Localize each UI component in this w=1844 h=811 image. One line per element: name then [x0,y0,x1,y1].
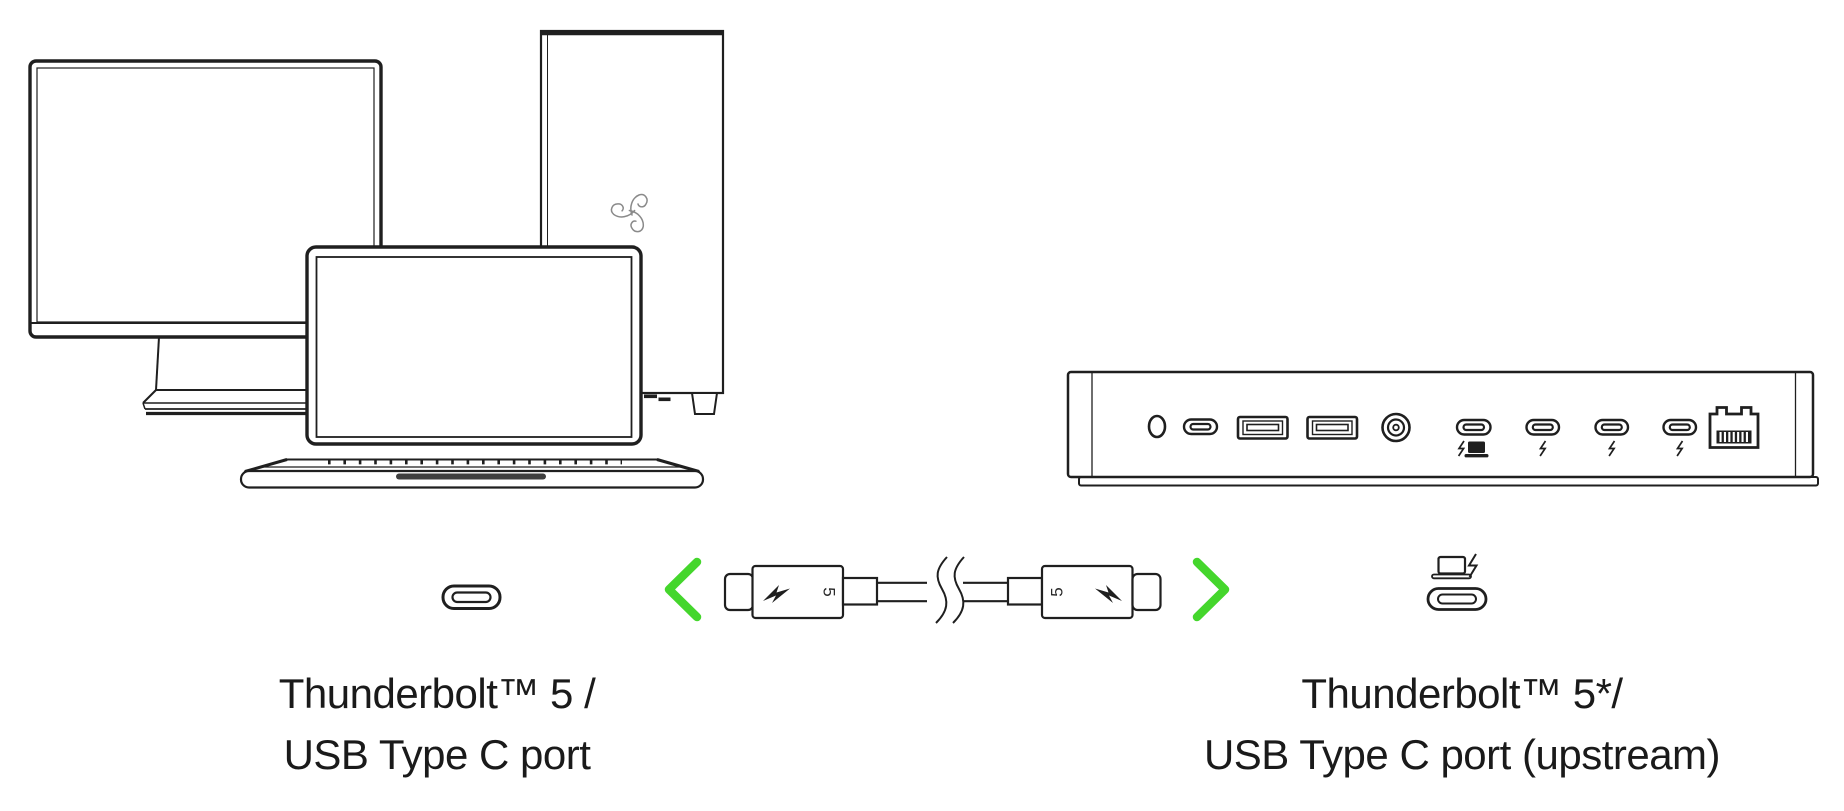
thunderbolt-upstream-port-icon [1455,418,1492,458]
right-port-label-line1: Thunderbolt™ 5*/ [1301,670,1623,717]
bolt-glyph [1607,440,1616,457]
cable-badge-5-right: 5 [1048,587,1067,596]
thunderbolt-port-icon [1525,418,1561,457]
dock-base-lip [1078,476,1819,487]
chevron-left-icon [664,557,702,622]
razer-logo-icon [610,193,648,233]
usb-c-port-icon [1182,418,1219,436]
thunderbolt-bolt-icon [1095,585,1122,603]
right-port-label: Thunderbolt™ 5*/ USB Type C port (upstre… [1112,663,1812,785]
dock-illustration [1066,370,1819,487]
laptop-deck [244,458,700,473]
usb-c-connector-left: 5 [723,564,879,620]
cable-badge-5-left: 5 [820,587,839,596]
dock-body [1066,370,1815,479]
audio-jack-port-icon [1147,414,1167,439]
left-port-label-line1: Thunderbolt™ 5 / [278,670,596,717]
cable-break-mark [935,556,948,624]
bolt-glyph [1457,440,1466,457]
laptop-illustration [239,245,705,489]
monitor-stand [142,336,312,416]
laptop-glyph [1468,441,1485,453]
thunderbolt-bolt-icon [763,585,790,603]
upstream-port-symbol-right [1426,553,1488,611]
laptop-trackpad-notch [396,473,546,480]
tower-vent-mark [658,397,671,402]
thunderbolt-port-icon [1662,418,1698,457]
usb-c-connector-right: 5 [1006,564,1162,620]
tower-vent-mark [644,394,657,399]
usb-a-port-icon [1306,415,1359,440]
thunderbolt-cable-illustration: 5 5 [723,556,1162,624]
ethernet-port-icon [1708,406,1760,449]
tower-foot [690,392,719,415]
usb-c-port-symbol-left [441,584,502,610]
dc-power-port-icon [1381,412,1411,443]
cable-break-mark [952,556,965,624]
right-port-label-line2: USB Type C port (upstream) [1203,731,1721,778]
bolt-glyph [1538,440,1547,457]
usb-a-port-icon [1236,415,1289,440]
thunderbolt-port-icon [1594,418,1630,457]
chevron-right-icon [1192,557,1230,622]
left-port-label-line2: USB Type C port [283,731,591,778]
bolt-glyph [1467,553,1479,578]
laptop-screen [315,256,633,438]
left-port-label: Thunderbolt™ 5 / USB Type C port [187,663,687,785]
cable-cord [877,556,1008,624]
bolt-glyph [1675,440,1684,457]
laptop-glyph [1437,555,1467,575]
